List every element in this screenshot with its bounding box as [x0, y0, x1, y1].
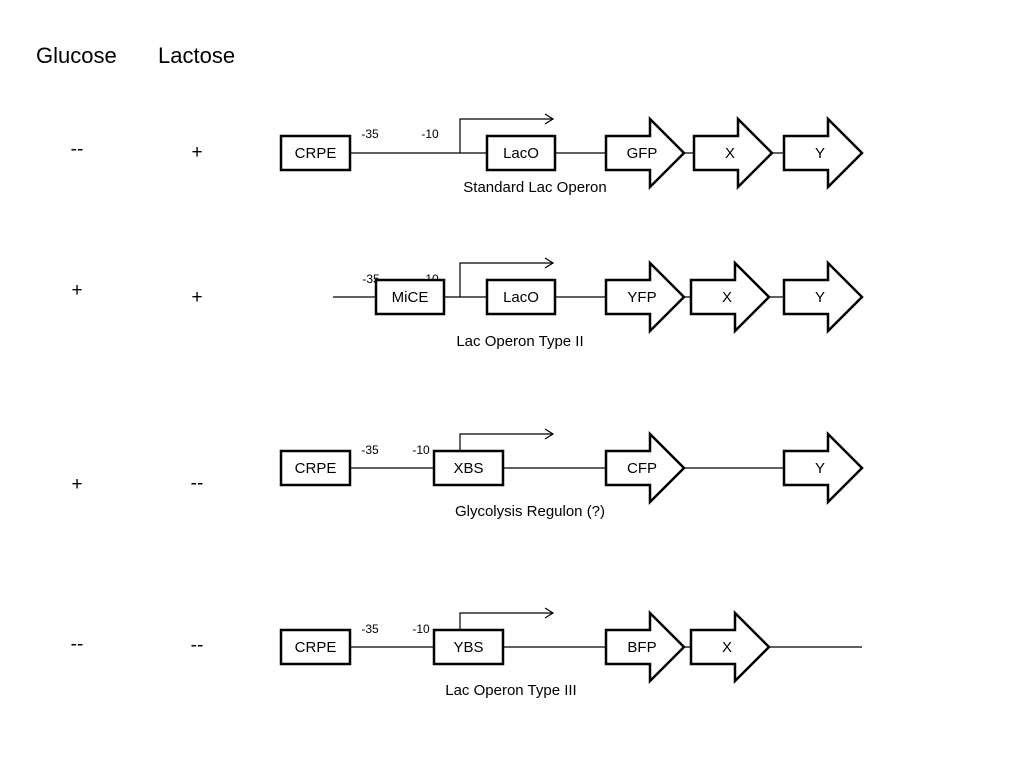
header-lactose: Lactose — [158, 43, 235, 68]
gene-label: YFP — [627, 289, 656, 306]
lactose-sign: -- — [191, 473, 204, 494]
minus35-label: -35 — [361, 622, 379, 636]
minus10-label: -10 — [412, 443, 430, 457]
minus35-label: -35 — [361, 443, 379, 457]
gene-label: X — [722, 639, 732, 656]
gene-arrow — [604, 430, 686, 506]
gene-arrow — [604, 259, 686, 335]
gene-arrow — [689, 609, 771, 685]
upstream-element-box — [279, 449, 352, 487]
operator-box — [485, 278, 557, 316]
gene-label: Y — [815, 289, 825, 306]
gene-arrow — [604, 609, 686, 685]
glucose-sign: -- — [71, 139, 84, 160]
operator-label: XBS — [453, 460, 483, 477]
operator-label: YBS — [453, 639, 483, 656]
upstream-element-label: MiCE — [392, 289, 429, 306]
gene-label: GFP — [627, 145, 658, 162]
arrowhead — [544, 607, 555, 619]
gene-label: X — [722, 289, 732, 306]
minus35-label: -35 — [361, 127, 379, 141]
operon-caption: Lac Operon Type III — [445, 682, 576, 699]
upstream-element-box — [374, 278, 446, 316]
lactose-sign: + — [191, 287, 202, 308]
operon-row: ++-35-10MiCELacOYFPXYLac Operon Type II — [71, 257, 864, 350]
upstream-element-label: CRPE — [295, 639, 337, 656]
transcription-start-arrow — [459, 118, 553, 153]
glucose-sign: + — [71, 280, 82, 301]
operator-label: LacO — [503, 145, 539, 162]
glucose-sign: + — [71, 474, 82, 495]
arrowhead — [544, 428, 555, 440]
arrowhead — [544, 113, 555, 125]
gene-arrow — [692, 115, 774, 191]
minus10-label: -10 — [412, 622, 430, 636]
operon-caption: Glycolysis Regulon (?) — [455, 503, 605, 520]
gene-arrow — [782, 259, 864, 335]
upstream-element-label: CRPE — [295, 460, 337, 477]
gene-label: Y — [815, 460, 825, 477]
minus10-label: -10 — [421, 127, 439, 141]
header-glucose: Glucose — [36, 43, 117, 68]
upstream-element-box — [279, 628, 352, 666]
operator-box — [485, 134, 557, 172]
operon-caption: Lac Operon Type II — [456, 333, 583, 350]
gene-arrow — [782, 115, 864, 191]
gene-label: BFP — [627, 639, 656, 656]
upstream-element-label: CRPE — [295, 145, 337, 162]
arrowhead — [544, 257, 555, 269]
glucose-sign: -- — [71, 634, 84, 655]
gene-arrow — [782, 430, 864, 506]
gene-arrow — [604, 115, 686, 191]
gene-arrow — [689, 259, 771, 335]
gene-label: CFP — [627, 460, 657, 477]
operator-label: LacO — [503, 289, 539, 306]
operon-caption: Standard Lac Operon — [463, 179, 606, 196]
operator-box — [432, 449, 505, 487]
gene-label: X — [725, 145, 735, 162]
lactose-sign: -- — [191, 635, 204, 656]
upstream-element-box — [279, 134, 352, 172]
lactose-sign: + — [191, 142, 202, 163]
gene-label: Y — [815, 145, 825, 162]
operator-box — [432, 628, 505, 666]
transcription-start-arrow — [459, 262, 553, 297]
